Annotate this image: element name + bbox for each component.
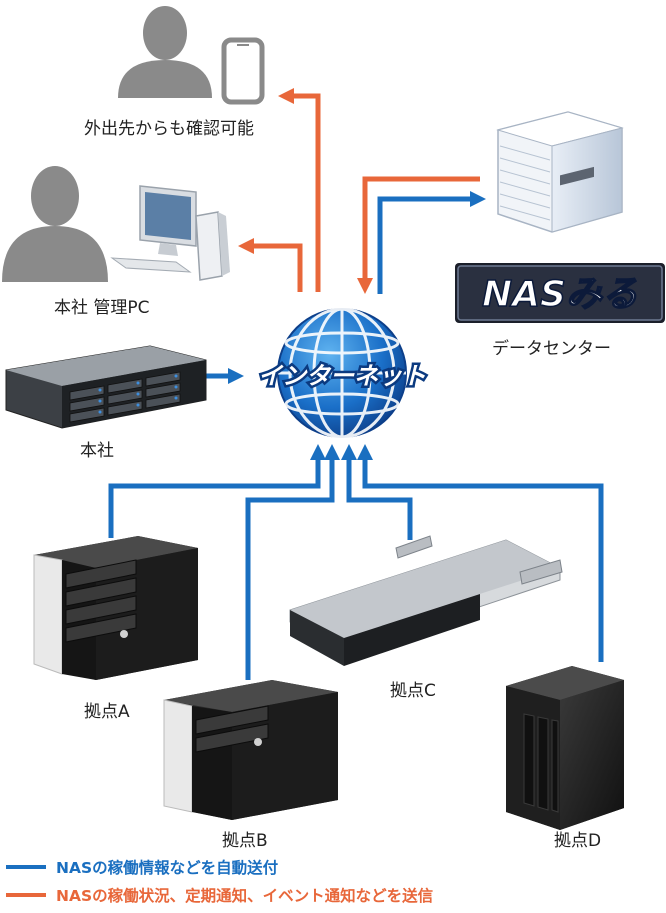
- blue-line-site-c: [340, 443, 413, 540]
- blue-line-site-d: [356, 443, 604, 662]
- globe-label: インターネット: [258, 362, 426, 390]
- datacenter-label: データセンター: [492, 339, 611, 359]
- legend-swatch-orange: [6, 893, 46, 897]
- blue-line-site-a: [108, 443, 327, 538]
- site-a-label: 拠点A: [84, 702, 130, 722]
- hq-label: 本社: [80, 441, 114, 461]
- nasmiru-logo: NASみる: [455, 263, 665, 323]
- blue-connectors: [108, 190, 604, 680]
- remote-user-group: [118, 6, 265, 105]
- nas-icon: [33, 536, 198, 680]
- remote-label: 外出先からも確認可能: [84, 119, 254, 139]
- nas-icon: [163, 680, 338, 820]
- orange-arrow-hq-pc: [237, 237, 303, 292]
- blue-line-site-b: [245, 443, 341, 680]
- rack-nas-icon: [289, 535, 563, 666]
- nas-icon: [506, 666, 624, 830]
- person-icon: [118, 6, 212, 98]
- orange-arrow-datacenter: [356, 176, 480, 295]
- hq-pc-label: 本社 管理PC: [54, 298, 150, 318]
- globe-icon: インターネット: [256, 307, 429, 439]
- person-icon: [2, 166, 108, 282]
- smartphone-icon: [221, 37, 265, 105]
- site-b-label: 拠点B: [222, 831, 268, 851]
- legend-item-orange: NASの稼働状況、定期通知、イベント通知などを送信: [6, 884, 433, 906]
- legend-swatch-blue: [6, 865, 46, 869]
- site-d-label: 拠点D: [554, 831, 602, 851]
- hq-pc-group: [2, 166, 230, 282]
- site-c-label: 拠点C: [390, 681, 436, 701]
- rack-nas-icon: [5, 345, 207, 429]
- logo-text: NASみる: [482, 274, 638, 315]
- blue-arrow-datacenter: [377, 190, 487, 294]
- orange-connectors: [237, 87, 480, 295]
- desktop-pc-icon: [110, 185, 230, 281]
- legend-item-blue: NASの稼働情報などを自動送付: [6, 856, 278, 878]
- server-icon: [496, 111, 624, 233]
- legend-text-orange: NASの稼働状況、定期通知、イベント通知などを送信: [56, 887, 434, 905]
- orange-arrow-remote: [277, 87, 321, 292]
- legend-text-blue: NASの稼働情報などを自動送付: [56, 859, 279, 877]
